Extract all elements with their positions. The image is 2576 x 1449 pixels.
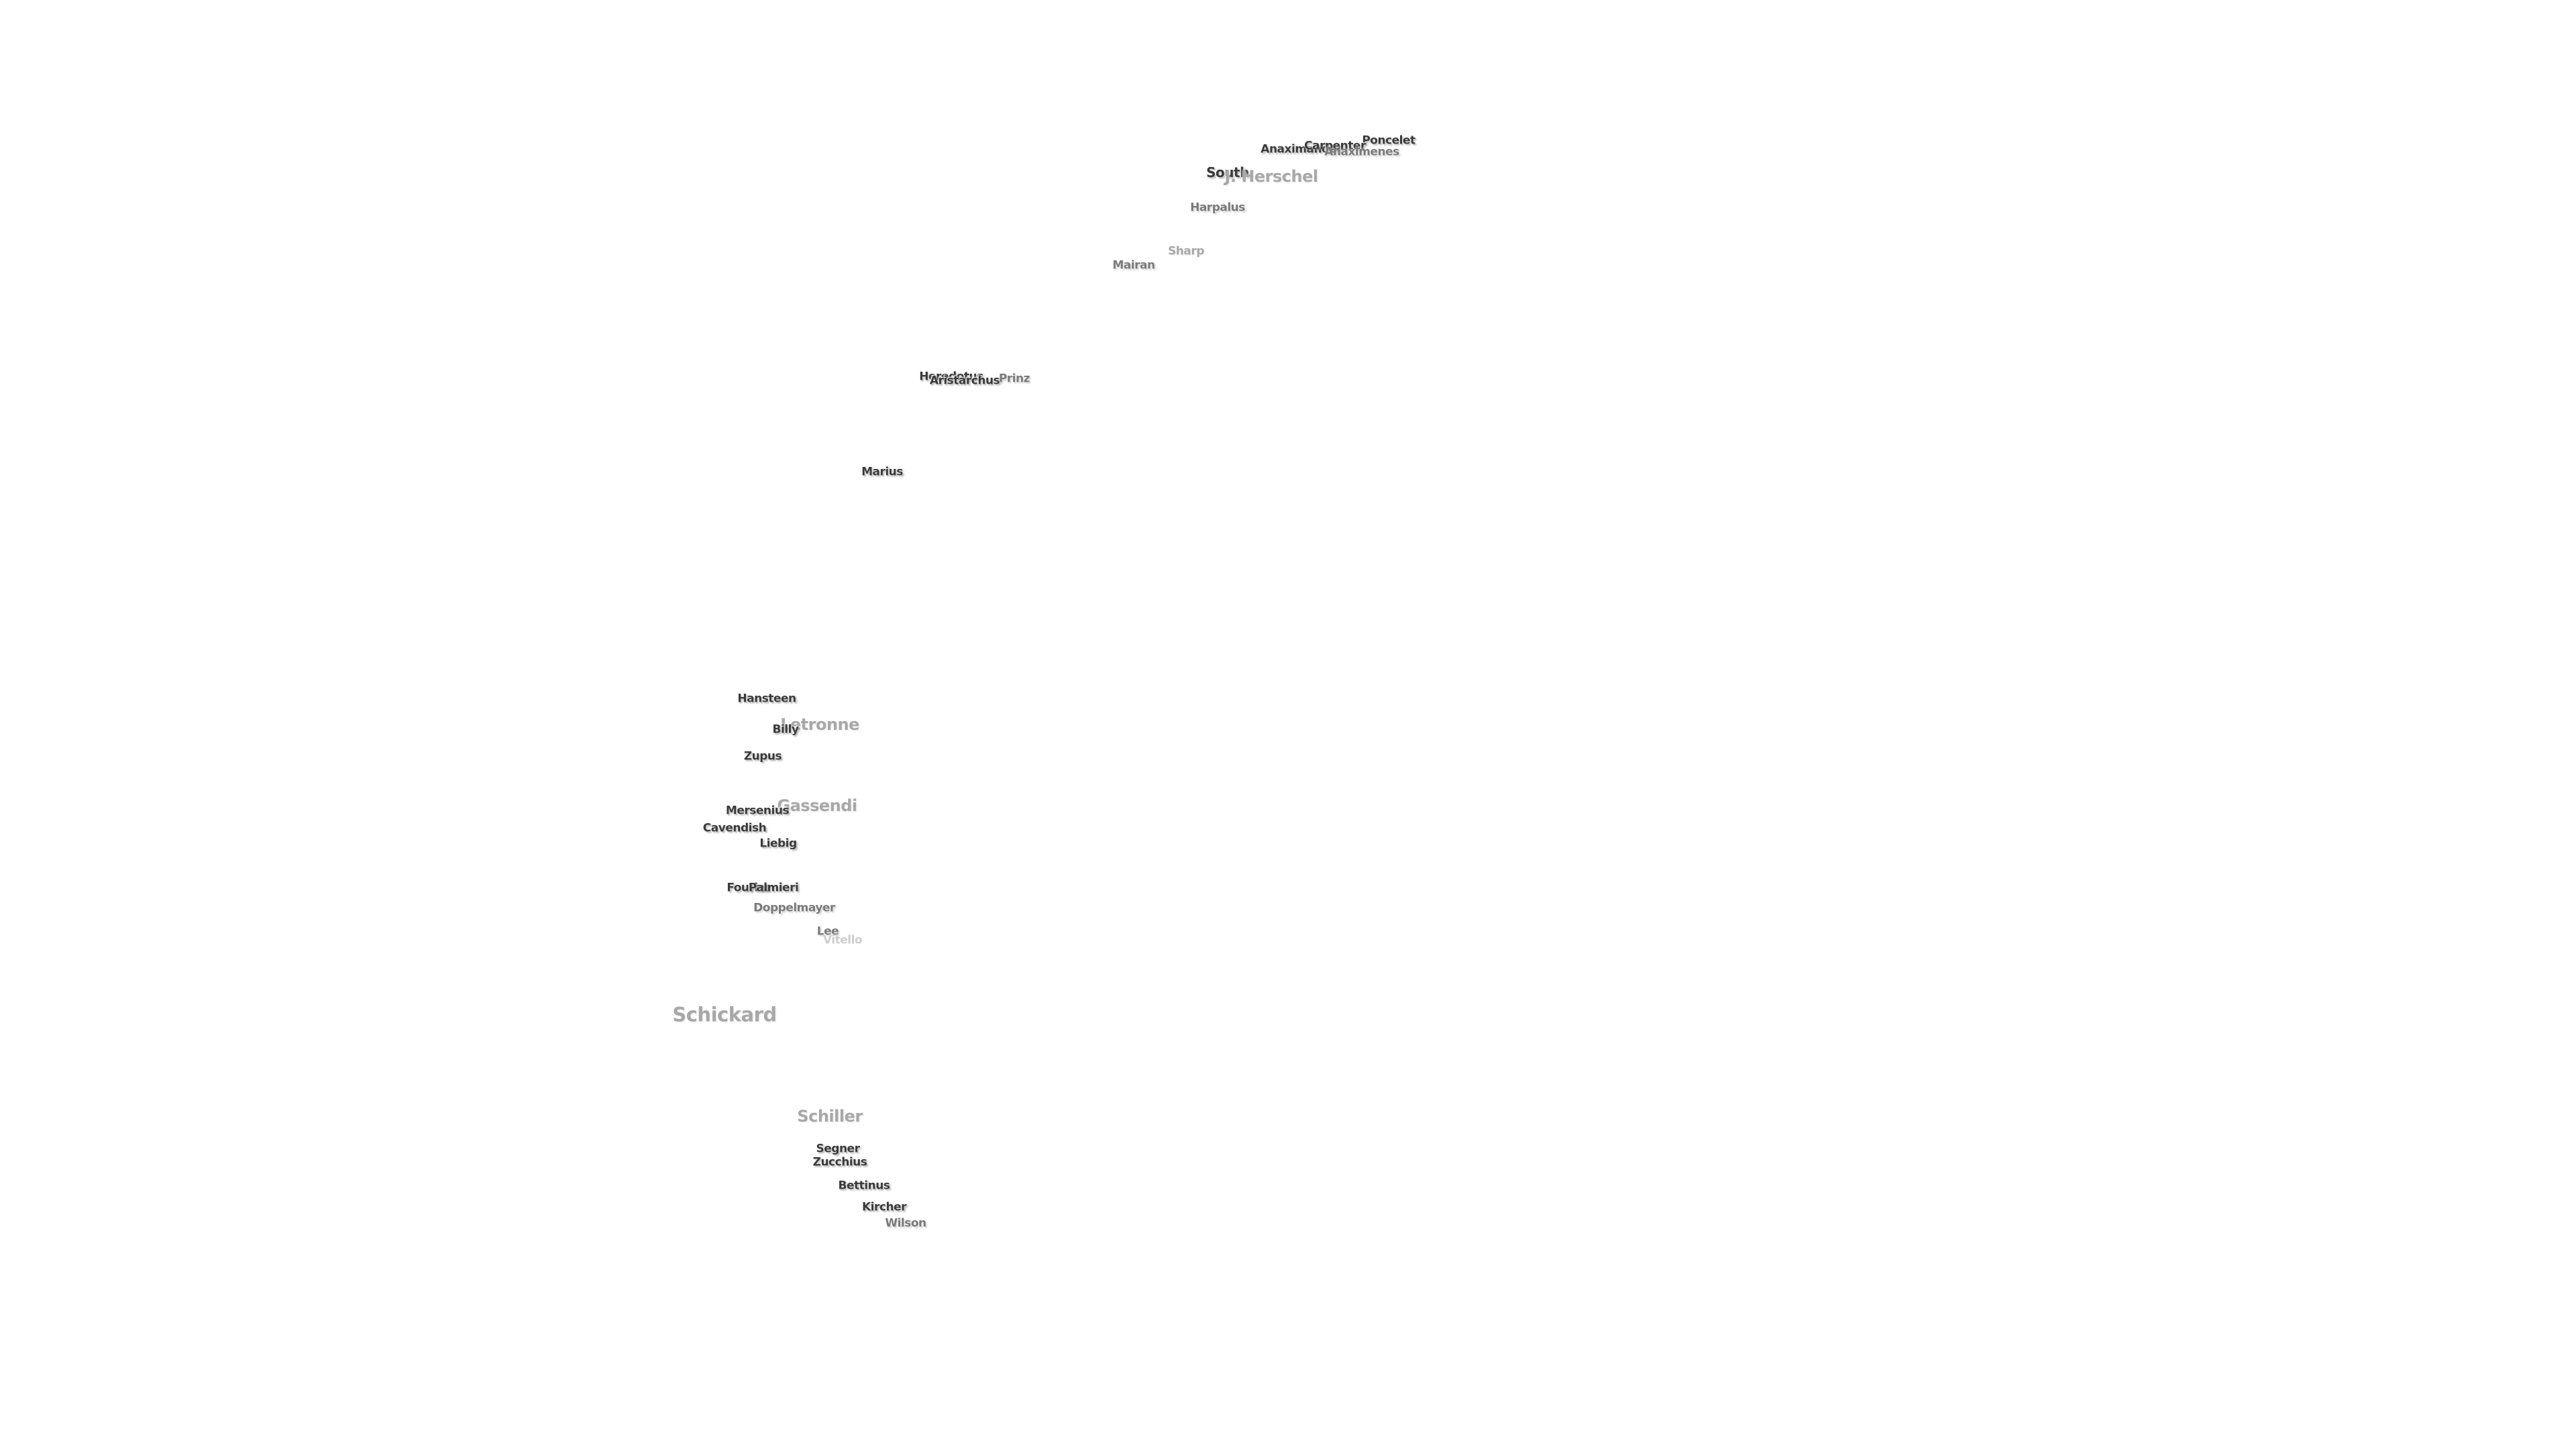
crater-label-hansteen: Hansteen [737,692,796,706]
crater-label-schickard: Schickard [672,1003,777,1026]
crater-label-palmieri: Palmieri [748,881,799,895]
crater-label-wilson: Wilson [885,1216,926,1230]
crater-label-marius: Marius [861,465,903,479]
crater-label-gassendi: Gassendi [777,796,857,815]
crater-label-bettinus: Bettinus [838,1179,890,1193]
crater-label-poncelet: Poncelet [1362,133,1415,148]
crater-label-zupus: Zupus [743,749,782,763]
crater-label-carpenter: Carpenter [1304,139,1366,153]
crater-label-doppelmayer: Doppelmayer [753,901,835,915]
crater-label-segner: Segner [816,1142,860,1156]
crater-label-prinz: Prinz [998,372,1030,386]
crater-label-zucchius: Zucchius [812,1155,867,1169]
crater-label-herodotus: Herodotus [919,370,983,384]
crater-label-j-herschel: J. Herschel [1224,167,1318,186]
crater-label-south: South [1206,164,1249,180]
crater-label-vitello: Vitello [822,933,863,947]
crater-label-liebig: Liebig [759,837,797,851]
crater-label-anaximander: Anaximander [1260,142,1342,156]
crater-label-mersenius: Mersenius [725,804,790,818]
crater-label-aristarchus: Aristarchus [929,374,1000,388]
crater-label-cavendish: Cavendish [702,821,767,835]
crater-label-kircher: Kircher [862,1200,906,1214]
crater-label-anaximenes: Anaximenes [1324,145,1399,159]
crater-label-billy: Billy [772,722,799,737]
crater-label-harpalus: Harpalus [1190,201,1245,215]
crater-label-fourier: Fourier [727,881,771,895]
crater-label-letronne: Letronne [780,715,859,734]
crater-label-lee: Lee [816,924,839,938]
crater-label-sharp: Sharp [1168,244,1204,258]
crater-label-schiller: Schiller [797,1107,863,1126]
crater-label-mairan: Mairan [1112,258,1155,272]
